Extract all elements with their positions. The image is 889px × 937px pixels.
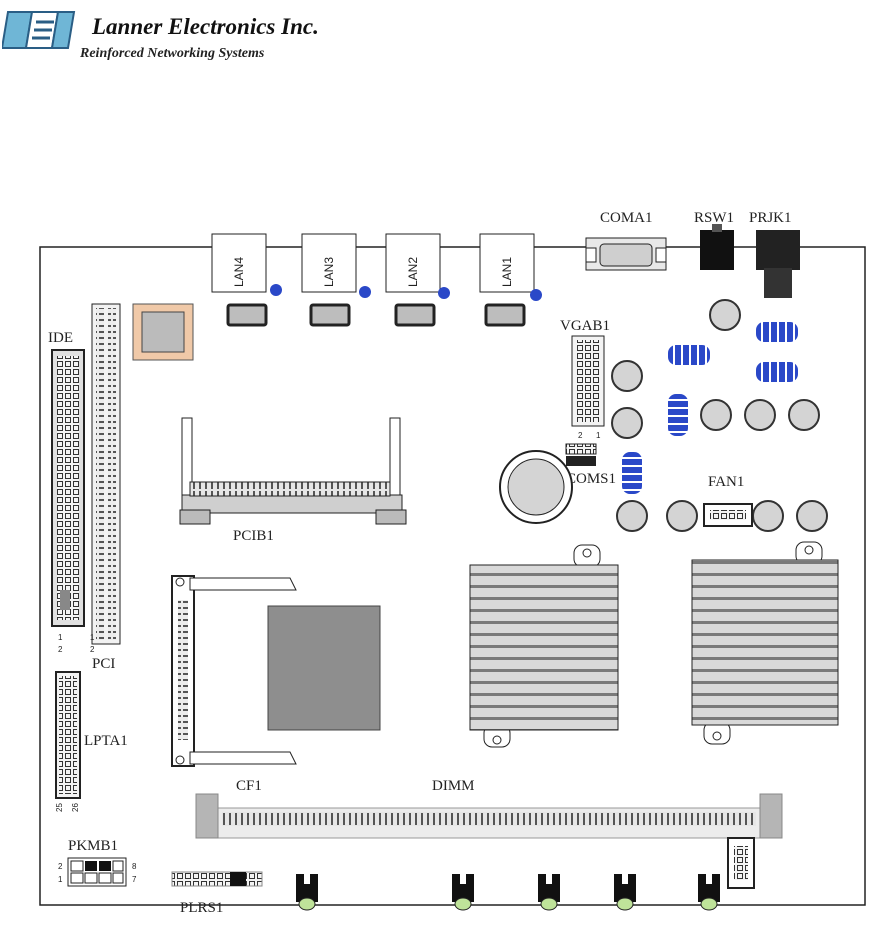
ide-connector xyxy=(51,349,85,627)
label-dimm: DIMM xyxy=(432,778,475,794)
label-rsw1: RSW1 xyxy=(694,210,734,226)
lan2-port: LAN2 xyxy=(385,233,450,327)
label-ide: IDE xyxy=(48,330,73,346)
lan3-port: LAN3 xyxy=(301,233,371,327)
lei-logo xyxy=(2,11,76,49)
coms1-jumper xyxy=(565,443,597,466)
vga-pin-1: 1 xyxy=(596,431,601,440)
brand-tagline: Reinforced Networking Systems xyxy=(80,46,265,61)
led-indicators xyxy=(296,874,720,911)
cf1-slot xyxy=(171,575,297,767)
vgab1-connector xyxy=(571,335,605,427)
fan1-connector xyxy=(703,503,753,527)
gray-chip xyxy=(267,605,381,731)
label-cf1: CF1 xyxy=(236,778,262,794)
dimm-slot xyxy=(195,793,783,839)
ide-pin-1: 1 xyxy=(58,633,63,642)
pkmb-pin-7: 7 xyxy=(132,875,137,884)
label-fan1: FAN1 xyxy=(708,474,744,490)
pkmb1-connector xyxy=(67,857,127,887)
label-lan2: LAN2 xyxy=(406,257,420,287)
label-pkmb1: PKMB1 xyxy=(68,838,118,854)
pcib1-slot xyxy=(179,417,407,525)
cmos-battery xyxy=(499,450,573,524)
label-lan4: LAN4 xyxy=(232,257,246,287)
label-plrs1: PLRS1 xyxy=(180,900,223,916)
label-lpta1: LPTA1 xyxy=(84,733,128,749)
pkmb-pin-8: 8 xyxy=(132,862,137,871)
ide-pin-2: 2 xyxy=(58,645,63,654)
label-coms1: COMS1 xyxy=(566,471,616,487)
pkmb-pin-2: 2 xyxy=(58,862,63,871)
lan4-port: LAN4 xyxy=(211,233,282,327)
label-lan3: LAN3 xyxy=(322,257,336,287)
plrs1-connector xyxy=(171,871,263,887)
brand-name: Lanner Electronics Inc. xyxy=(92,14,319,39)
lpt-pin-25: 25 xyxy=(55,803,64,812)
lpta1-connector xyxy=(55,671,81,799)
lan1-port: LAN1 xyxy=(479,233,542,327)
rsw1-switch xyxy=(700,224,734,270)
label-lan1: LAN1 xyxy=(500,257,514,287)
label-prjk1: PRJK1 xyxy=(749,210,792,226)
heatsink-right xyxy=(691,541,839,745)
vga-pin-2: 2 xyxy=(578,431,583,440)
label-pci: PCI xyxy=(92,656,115,672)
heatsink-left xyxy=(469,544,619,748)
bottom-right-header xyxy=(727,837,755,889)
label-vgab1: VGAB1 xyxy=(560,318,610,334)
capacitors xyxy=(611,299,828,532)
lpt-pin-26: 26 xyxy=(71,803,80,812)
pci-pin-1: 1 xyxy=(90,633,95,642)
pkmb-pin-1: 1 xyxy=(58,875,63,884)
prjk1-power-jack xyxy=(756,230,800,298)
label-coma1: COMA1 xyxy=(600,210,653,226)
blue-inductors xyxy=(622,322,798,494)
pci-pin-2: 2 xyxy=(90,645,95,654)
pci-slot xyxy=(91,303,121,645)
orange-chip xyxy=(132,303,194,361)
label-pcib1: PCIB1 xyxy=(233,528,274,544)
coma1-connector xyxy=(585,237,667,271)
